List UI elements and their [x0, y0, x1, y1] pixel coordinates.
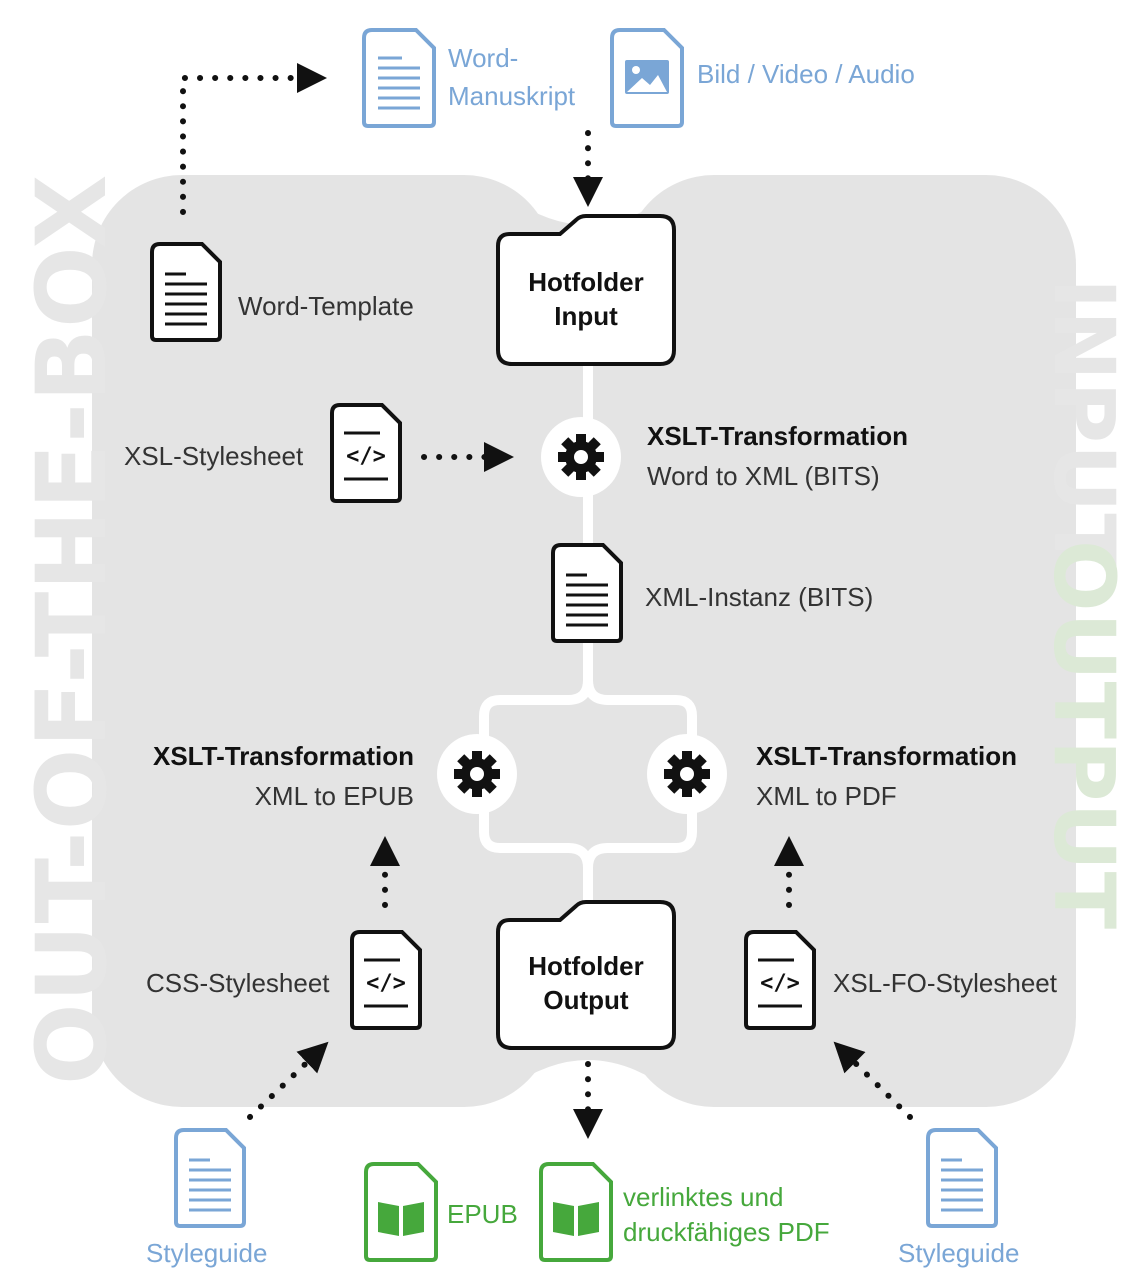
word-manuscript-label-line1: Word-: [448, 43, 519, 73]
xsl-stylesheet-label: XSL-Stylesheet: [124, 441, 304, 471]
gear-icon-main: [541, 417, 621, 497]
styleguide-right-label: Styleguide: [898, 1238, 1020, 1268]
xml-instance-label: XML-Instanz (BITS): [645, 582, 874, 612]
xml-instance-icon: [551, 543, 623, 643]
pdf-label-line2: druckfähiges PDF: [623, 1217, 830, 1247]
hotfolder-output-label-line1: Hotfolder: [528, 951, 644, 981]
pdf-label-line1: verlinktes und: [623, 1182, 784, 1212]
xslfo-stylesheet-icon: </>: [744, 930, 816, 1030]
svg-text:</>: </>: [366, 971, 406, 996]
watermark-output: OUTPUT: [1035, 540, 1124, 930]
arrow-styleguide-to-xslfo: [833, 1041, 913, 1120]
hotfolder-input-shape: [496, 214, 676, 366]
transform-epub-subtitle: XML to EPUB: [254, 781, 414, 811]
dotted-arrows: [180, 63, 913, 1139]
hotfolder-input-label-line2: Input: [554, 301, 618, 331]
arrow-styleguide-to-css: [247, 1041, 329, 1120]
word-manuscript-label-line2: Manuskript: [448, 81, 576, 111]
hotfolder-input-label-line1: Hotfolder: [528, 267, 644, 297]
out-of-the-box-panel: [92, 175, 554, 1107]
gear-icon-epub: [437, 734, 517, 814]
input-output-panel: [624, 175, 1076, 1107]
styleguide-right-icon: [926, 1128, 998, 1228]
watermark-out-of-the-box: OUT-OF-THE-BOX: [16, 173, 128, 1085]
media-file-icon: [610, 28, 684, 128]
styleguide-left-label: Styleguide: [146, 1238, 268, 1268]
word-template-label: Word-Template: [238, 291, 414, 321]
transform-main-title: XSLT-Transformation: [647, 421, 908, 451]
transform-main-subtitle: Word to XML (BITS): [647, 461, 880, 491]
hotfolder-output-shape: [496, 900, 676, 1050]
transform-pdf-subtitle: XML to PDF: [756, 781, 897, 811]
svg-text:</>: </>: [760, 971, 800, 996]
xslfo-stylesheet-label: XSL-FO-Stylesheet: [833, 968, 1057, 998]
word-manuscript-icon: [362, 28, 436, 128]
css-stylesheet-icon: </>: [350, 930, 422, 1030]
transform-pdf-title: XSLT-Transformation: [756, 741, 1017, 771]
hotfolder-output-label-line2: Output: [543, 985, 629, 1015]
transform-epub-title: XSLT-Transformation: [153, 741, 414, 771]
svg-text:</>: </>: [346, 444, 386, 469]
pdf-book-icon: [539, 1162, 613, 1262]
styleguide-left-icon: [174, 1128, 246, 1228]
watermark-input: INPUT: [1035, 278, 1124, 572]
word-template-icon: [150, 242, 222, 342]
xsl-stylesheet-icon: </>: [330, 403, 402, 503]
epub-book-icon: [364, 1162, 438, 1262]
media-label: Bild / Video / Audio: [697, 59, 915, 89]
gear-icon-pdf: [647, 734, 727, 814]
css-stylesheet-label: CSS-Stylesheet: [146, 968, 330, 998]
arrow-template-to-manuscript: [180, 63, 327, 215]
epub-label: EPUB: [447, 1199, 518, 1229]
